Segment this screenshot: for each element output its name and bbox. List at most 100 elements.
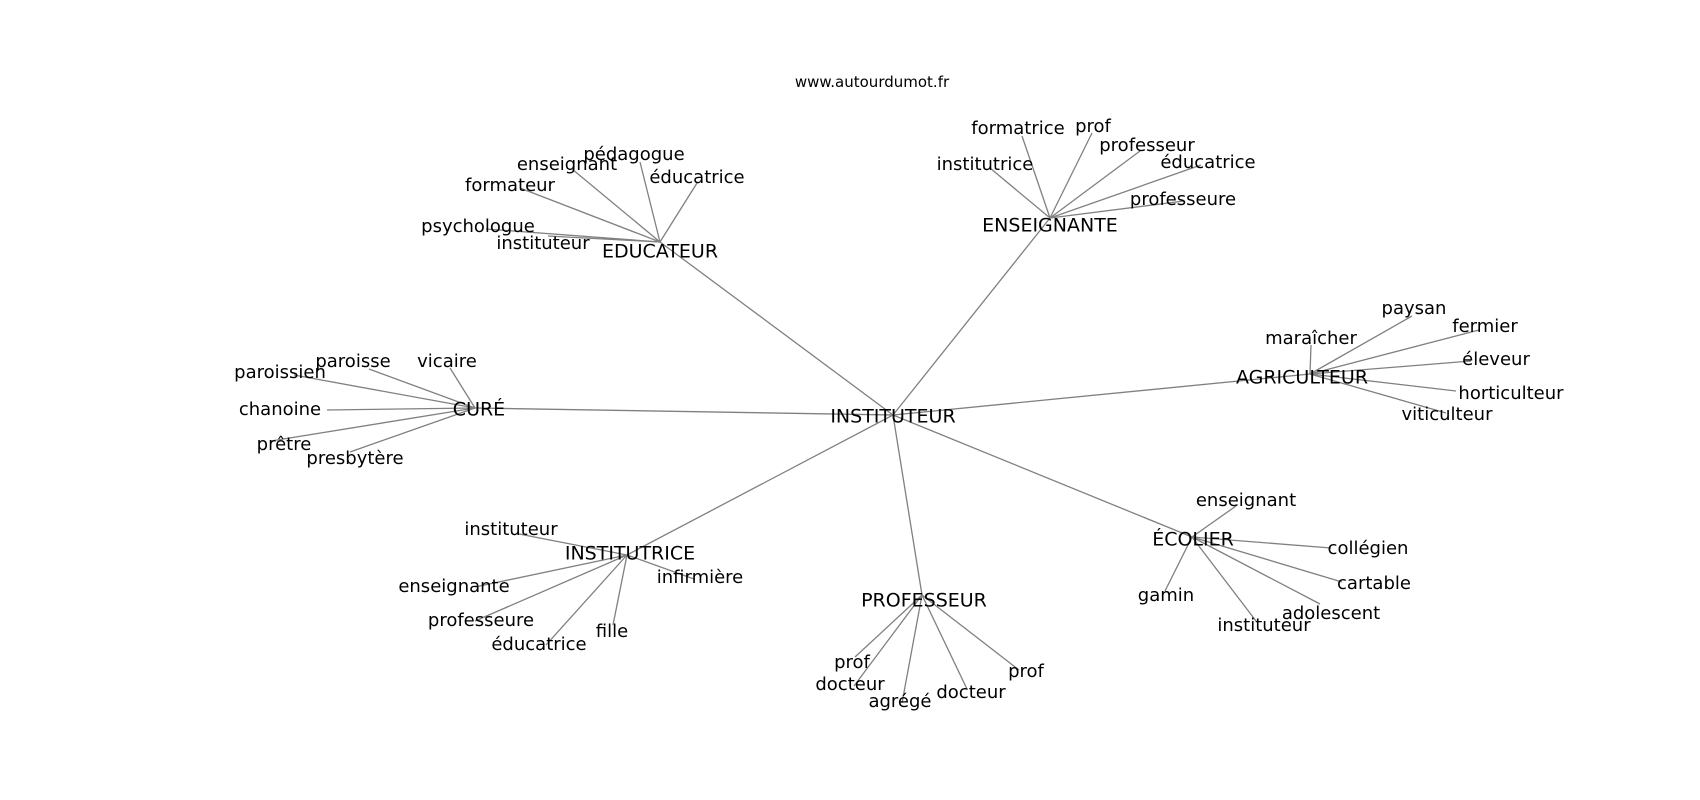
edge-professeur-docteur bbox=[921, 594, 968, 690]
edge-enseignante-professeur bbox=[1049, 150, 1141, 219]
edge-center-professeur bbox=[892, 414, 923, 596]
hub-word-educateur: EDUCATEUR bbox=[602, 241, 718, 263]
edge-enseignante-formatrice bbox=[1021, 135, 1051, 219]
graph-edges bbox=[270, 132, 1480, 704]
leaf-word-professeur: professeur bbox=[1099, 135, 1195, 156]
edge-professeur-prof bbox=[854, 594, 923, 658]
leaf-word-instituteur: instituteur bbox=[464, 519, 558, 540]
leaf-word-paysan: paysan bbox=[1382, 298, 1447, 319]
edge-educateur-pedagogue bbox=[639, 161, 661, 243]
leaf-word-vicaire: vicaire bbox=[417, 351, 477, 372]
edge-enseignante-educatrice bbox=[1049, 164, 1202, 219]
leaf-word-prof: prof bbox=[1075, 116, 1111, 137]
edge-educateur-instituteur bbox=[547, 235, 661, 243]
edge-cure-paroissien bbox=[293, 374, 476, 409]
edge-cure-pretre bbox=[270, 407, 476, 442]
edge-professeur-agrege bbox=[901, 594, 923, 704]
leaf-word-maraicher: maraîcher bbox=[1265, 328, 1357, 349]
leaf-word-formateur: formateur bbox=[465, 175, 556, 196]
edge-institutrice-fille bbox=[612, 554, 628, 626]
leaf-word-prof: prof bbox=[834, 652, 870, 673]
graph-labels: enseignantpédagogueéducatriceformateurps… bbox=[234, 116, 1564, 712]
leaf-word-professeure: professeure bbox=[428, 610, 534, 631]
hub-word-professeur: PROFESSEUR bbox=[861, 590, 987, 612]
leaf-word-adolescent: adolescent bbox=[1282, 603, 1380, 624]
leaf-word-instituteur: instituteur bbox=[1217, 615, 1311, 636]
leaf-word-enseignante: enseignante bbox=[398, 576, 509, 597]
edge-educateur-formateur bbox=[519, 187, 661, 243]
leaf-word-educatrice: éducatrice bbox=[491, 634, 586, 655]
leaf-word-fille: fille bbox=[596, 621, 628, 642]
edge-center-institutrice bbox=[626, 414, 894, 556]
edge-cure-paroisse bbox=[368, 368, 476, 409]
leaf-word-fermier: fermier bbox=[1452, 316, 1518, 337]
leaf-word-educatrice: éducatrice bbox=[649, 167, 744, 188]
edge-center-enseignante bbox=[892, 217, 1051, 416]
edge-center-cure bbox=[474, 407, 894, 416]
center-word: INSTITUTEUR bbox=[830, 406, 955, 428]
edge-agriculteur-horticulteur bbox=[1309, 373, 1457, 392]
edge-institutrice-infirmiere bbox=[626, 554, 695, 580]
leaf-word-enseignant: enseignant bbox=[1196, 490, 1296, 511]
edge-professeur-prof bbox=[921, 594, 1020, 671]
leaf-word-docteur: docteur bbox=[815, 674, 885, 695]
hub-word-agriculteur: AGRICULTEUR bbox=[1236, 367, 1368, 389]
edge-center-ecolier bbox=[892, 414, 1193, 538]
edge-institutrice-educatrice bbox=[545, 554, 628, 646]
edge-ecolier-cartable bbox=[1191, 536, 1343, 583]
edge-professeur-docteur bbox=[853, 594, 923, 687]
edge-center-agriculteur bbox=[892, 373, 1311, 416]
leaf-word-instituteur: instituteur bbox=[496, 233, 590, 254]
hub-word-ecolier: ÉCOLIER bbox=[1152, 528, 1234, 551]
leaf-word-institutrice: institutrice bbox=[937, 154, 1034, 175]
leaf-word-gamin: gamin bbox=[1138, 585, 1194, 606]
edge-cure-chanoine bbox=[326, 407, 476, 411]
edge-ecolier-enseignant bbox=[1191, 505, 1237, 538]
edge-agriculteur-maraicher bbox=[1309, 344, 1312, 375]
edge-agriculteur-fermier bbox=[1309, 329, 1480, 375]
leaf-word-paroissien: paroissien bbox=[234, 362, 326, 383]
edge-ecolier-collegien bbox=[1191, 536, 1332, 549]
edge-cure-presbytere bbox=[349, 407, 476, 453]
leaf-word-paroisse: paroisse bbox=[315, 351, 390, 372]
edge-educateur-enseignant bbox=[571, 168, 661, 243]
edge-cure-vicaire bbox=[449, 367, 476, 409]
edge-educateur-educatrice bbox=[659, 182, 698, 243]
leaf-word-presbytere: presbytère bbox=[306, 448, 403, 469]
hub-word-cure: CURÉ bbox=[453, 398, 505, 421]
leaf-word-educatrice: éducatrice bbox=[1160, 152, 1255, 173]
edge-enseignante-prof bbox=[1049, 132, 1093, 219]
source-url: www.autourdumot.fr bbox=[795, 73, 950, 91]
edge-institutrice-professeure bbox=[474, 554, 628, 622]
edge-ecolier-gamin bbox=[1164, 536, 1193, 592]
leaf-word-formatrice: formatrice bbox=[971, 118, 1064, 139]
leaf-word-viticulteur: viticulteur bbox=[1402, 404, 1494, 425]
edge-agriculteur-viticulteur bbox=[1309, 373, 1447, 414]
edge-center-educateur bbox=[659, 241, 894, 416]
edge-enseignante-institutrice bbox=[989, 167, 1051, 219]
leaf-word-professeure: professeure bbox=[1130, 189, 1236, 210]
edge-institutrice-instituteur bbox=[518, 533, 628, 556]
edge-agriculteur-eleveur bbox=[1309, 360, 1472, 375]
leaf-word-collegien: collégien bbox=[1328, 538, 1409, 559]
leaf-word-pedagogue: pédagogue bbox=[583, 144, 684, 165]
leaf-word-horticulteur: horticulteur bbox=[1458, 383, 1564, 404]
leaf-word-eleveur: éleveur bbox=[1462, 349, 1530, 370]
edge-agriculteur-paysan bbox=[1309, 315, 1413, 375]
hub-word-institutrice: INSTITUTRICE bbox=[565, 543, 695, 565]
leaf-word-docteur: docteur bbox=[936, 682, 1006, 703]
leaf-word-infirmiere: infirmière bbox=[657, 567, 744, 588]
edge-institutrice-enseignante bbox=[474, 554, 628, 588]
leaf-word-enseignant: enseignant bbox=[517, 154, 617, 175]
leaf-word-prof: prof bbox=[1008, 661, 1044, 682]
edge-ecolier-adolescent bbox=[1191, 536, 1321, 605]
leaf-word-agrege: agrégé bbox=[868, 691, 931, 712]
leaf-word-chanoine: chanoine bbox=[239, 399, 321, 420]
edge-enseignante-professeure bbox=[1049, 200, 1185, 219]
edge-ecolier-instituteur bbox=[1191, 536, 1257, 622]
leaf-word-cartable: cartable bbox=[1337, 573, 1411, 594]
hub-word-enseignante: ENSEIGNANTE bbox=[982, 215, 1118, 237]
leaf-word-pretre: prêtre bbox=[257, 434, 312, 455]
leaf-word-psychologue: psychologue bbox=[421, 216, 535, 237]
